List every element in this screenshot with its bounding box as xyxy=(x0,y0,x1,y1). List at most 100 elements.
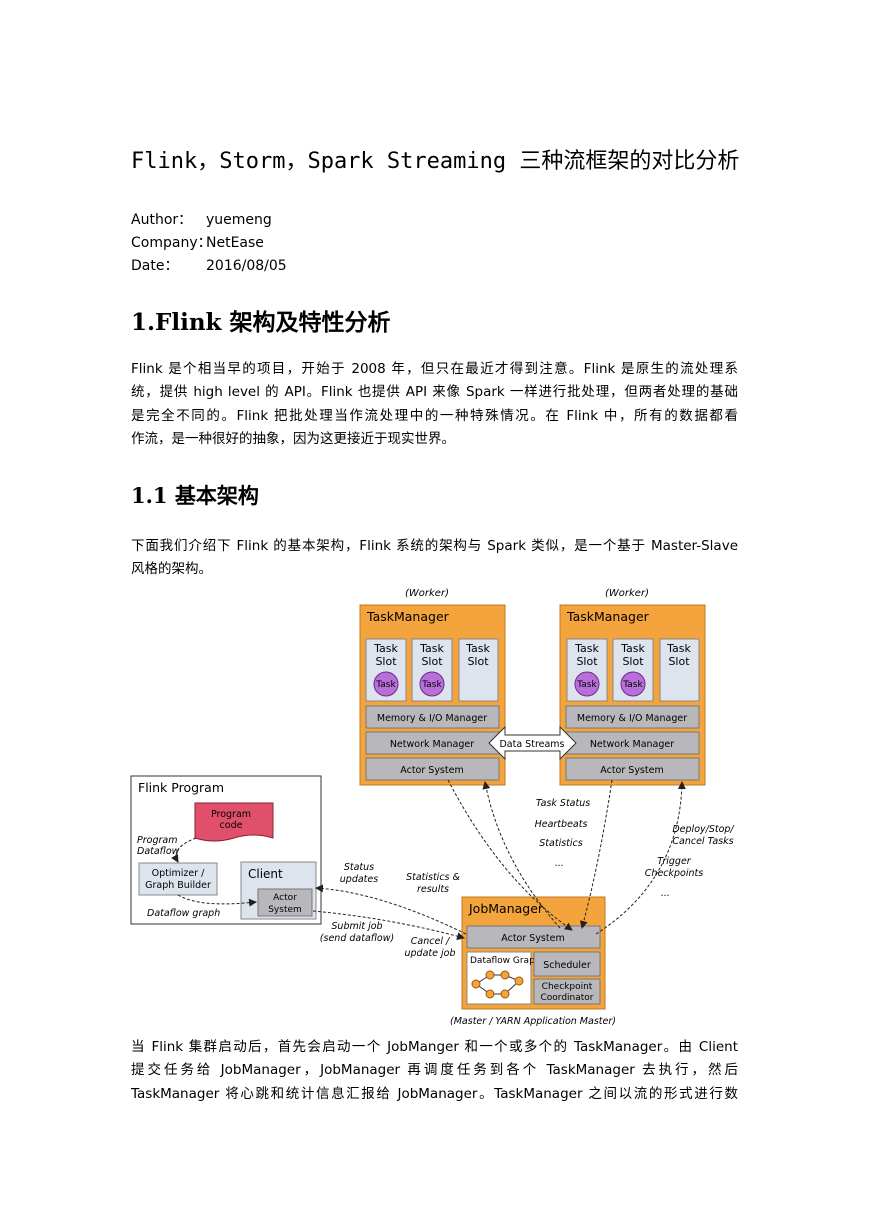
actor-system-label: Actor System xyxy=(400,765,463,776)
paragraph-line: 是完全不同的。Flink 把批处理当作流处理中的一种特殊情况。在 Flink 中… xyxy=(131,407,738,424)
job-to-actor-arrow-1 xyxy=(482,781,561,929)
deploy-label: Cancel Tasks xyxy=(672,836,733,847)
paragraph-line: 提交任务给 JobManager，JobManager 再调度任务到各个 Tas… xyxy=(131,1062,738,1079)
job-actor-system-label: Actor System xyxy=(501,933,564,944)
task-slot-label: Slot xyxy=(668,655,690,668)
memory-io-manager xyxy=(565,705,700,729)
job-actor-system xyxy=(466,925,601,949)
meta-author: Author：yuemeng xyxy=(131,212,272,228)
actor-to-job-arrow-1 xyxy=(447,779,573,931)
graph-node xyxy=(485,970,495,980)
statistics-label: Statistics xyxy=(539,838,582,849)
deploy-label: Deploy/Stop/ xyxy=(672,824,735,835)
heartbeats-label: Heartbeats xyxy=(535,819,588,830)
network-manager-label: Network Manager xyxy=(390,739,474,750)
paragraph-line: Flink 是个相当早的项目，开始于 2008 年，但只在最近才得到注意。Fli… xyxy=(131,361,738,377)
optimizer-to-client-arrow xyxy=(177,894,257,907)
task-slot-label: Task xyxy=(465,642,490,655)
paragraph-line: 下面我们介绍下 Flink 的基本架构，Flink 系统的架构与 Spark 类… xyxy=(131,538,738,554)
task-slot-label: Slot xyxy=(375,655,397,668)
section1-paragraph: Flink 是个相当早的项目，开始于 2008 年，但只在最近才得到注意。Fli… xyxy=(131,358,738,451)
task-label: Task xyxy=(421,680,442,690)
optimizer-label: Optimizer / xyxy=(152,868,206,879)
graph-node xyxy=(471,979,481,989)
graph-node xyxy=(500,970,510,980)
optimizer-box xyxy=(138,862,218,896)
graph-node xyxy=(514,976,524,986)
submit-job-label: (send dataflow) xyxy=(320,933,394,944)
task-label: Task xyxy=(375,680,396,690)
cancel-update-label: update job xyxy=(405,948,456,959)
task-slot xyxy=(458,638,499,702)
meta-date: Date：2016/08/05 xyxy=(131,258,287,274)
task-slot xyxy=(566,638,608,702)
task-slot-label: Slot xyxy=(622,655,644,668)
graph-node xyxy=(500,989,510,999)
section1-1-after-diagram: 当 Flink 集群启动后，首先会启动一个 JobManger 和一个或多个的 … xyxy=(131,1036,738,1106)
cancel-update-label: Cancel / xyxy=(411,936,451,947)
scheduler-box xyxy=(533,951,601,977)
flink-program-title: Flink Program xyxy=(138,780,224,795)
paragraph-line: 作流，是一种很好的抽象，因为这更接近于现实世界。 xyxy=(131,430,455,447)
program-dataflow-label: Dataflow xyxy=(137,846,180,857)
submit-job-label: Submit job xyxy=(331,921,382,932)
section-heading-1-1: 1.1 基本架构 xyxy=(131,483,259,508)
job-manager-box: JobManager Actor System Dataflow Graph S… xyxy=(461,896,606,1010)
dataflow-graph-box-label: Dataflow Graph xyxy=(470,956,541,966)
memory-io-manager xyxy=(365,705,500,729)
actor-system xyxy=(565,757,700,781)
task-status-label: Task Status xyxy=(536,798,590,809)
task-slot-label: Task xyxy=(373,642,398,655)
statistics-results-label: results xyxy=(417,884,449,895)
task-slot-label: Task xyxy=(620,642,645,655)
program-dataflow-label: Program xyxy=(137,835,177,846)
ellipsis-label: ... xyxy=(554,858,563,869)
section1-1-intro: 下面我们介绍下 Flink 的基本架构，Flink 系统的架构与 Spark 类… xyxy=(131,535,738,582)
program-code-shape xyxy=(194,802,274,842)
scheduler-label: Scheduler xyxy=(543,960,591,971)
ellipsis-label: ... xyxy=(660,888,669,899)
paragraph-line: 风格的架构。 xyxy=(131,561,212,578)
task-manager-title: TaskManager xyxy=(566,609,650,624)
worker-label: (Worker) xyxy=(605,588,649,599)
submit-job-arrow xyxy=(312,910,465,941)
client-actor-system xyxy=(257,888,313,917)
task-circle xyxy=(574,671,600,697)
status-updates-arrow xyxy=(315,884,467,935)
paragraph-line: TaskManager 将心跳和统计信息汇报给 JobManager。TaskM… xyxy=(131,1085,738,1102)
task-slot-label: Task xyxy=(666,642,691,655)
paragraph-line: 当 Flink 集群启动后，首先会启动一个 JobManger 和一个或多个的 … xyxy=(131,1039,738,1055)
checkpoint-label: Coordinator xyxy=(540,993,593,1003)
task-slot-label: Slot xyxy=(576,655,598,668)
network-manager-label: Network Manager xyxy=(590,739,674,750)
memory-io-label: Memory & I/O Manager xyxy=(377,713,487,724)
client-actor-label: System xyxy=(268,905,302,915)
section-heading-1: 1.Flink 架构及特性分析 xyxy=(131,309,391,336)
task-label: Task xyxy=(576,680,597,690)
task-manager-title: TaskManager xyxy=(366,609,450,624)
task-circle xyxy=(620,671,646,697)
data-streams-label: Data Streams xyxy=(499,739,564,750)
document-title: Flink，Storm，Spark Streaming 三种流框架的对比分析 xyxy=(131,149,740,174)
actor-system xyxy=(365,757,500,781)
task-circle xyxy=(419,671,445,697)
memory-io-label: Memory & I/O Manager xyxy=(577,713,687,724)
task-slot xyxy=(659,638,700,702)
task-manager-box: TaskManager Task Slot Task Task Slot Tas… xyxy=(359,604,506,786)
program-to-optimizer-arrow xyxy=(171,837,197,863)
task-circle xyxy=(373,671,399,697)
task-slot-label: Slot xyxy=(421,655,443,668)
task-manager-box: TaskManager Task Slot Task Task Slot Tas… xyxy=(559,604,706,786)
job-to-actor-arrow-2 xyxy=(595,781,686,935)
meta-company: Company：NetEase xyxy=(131,235,264,251)
status-updates-label: Status xyxy=(344,862,374,873)
status-updates-label: updates xyxy=(340,874,378,885)
worker-label: (Worker) xyxy=(405,588,449,599)
client-label: Client xyxy=(248,867,283,881)
checkpoint-coordinator-box xyxy=(533,978,601,1005)
task-slot-label: Task xyxy=(574,642,599,655)
program-code-label: Program xyxy=(211,809,251,820)
task-slot-label: Slot xyxy=(467,655,489,668)
statistics-results-label: Statistics & xyxy=(406,872,460,883)
job-manager-title: JobManager xyxy=(468,901,544,916)
